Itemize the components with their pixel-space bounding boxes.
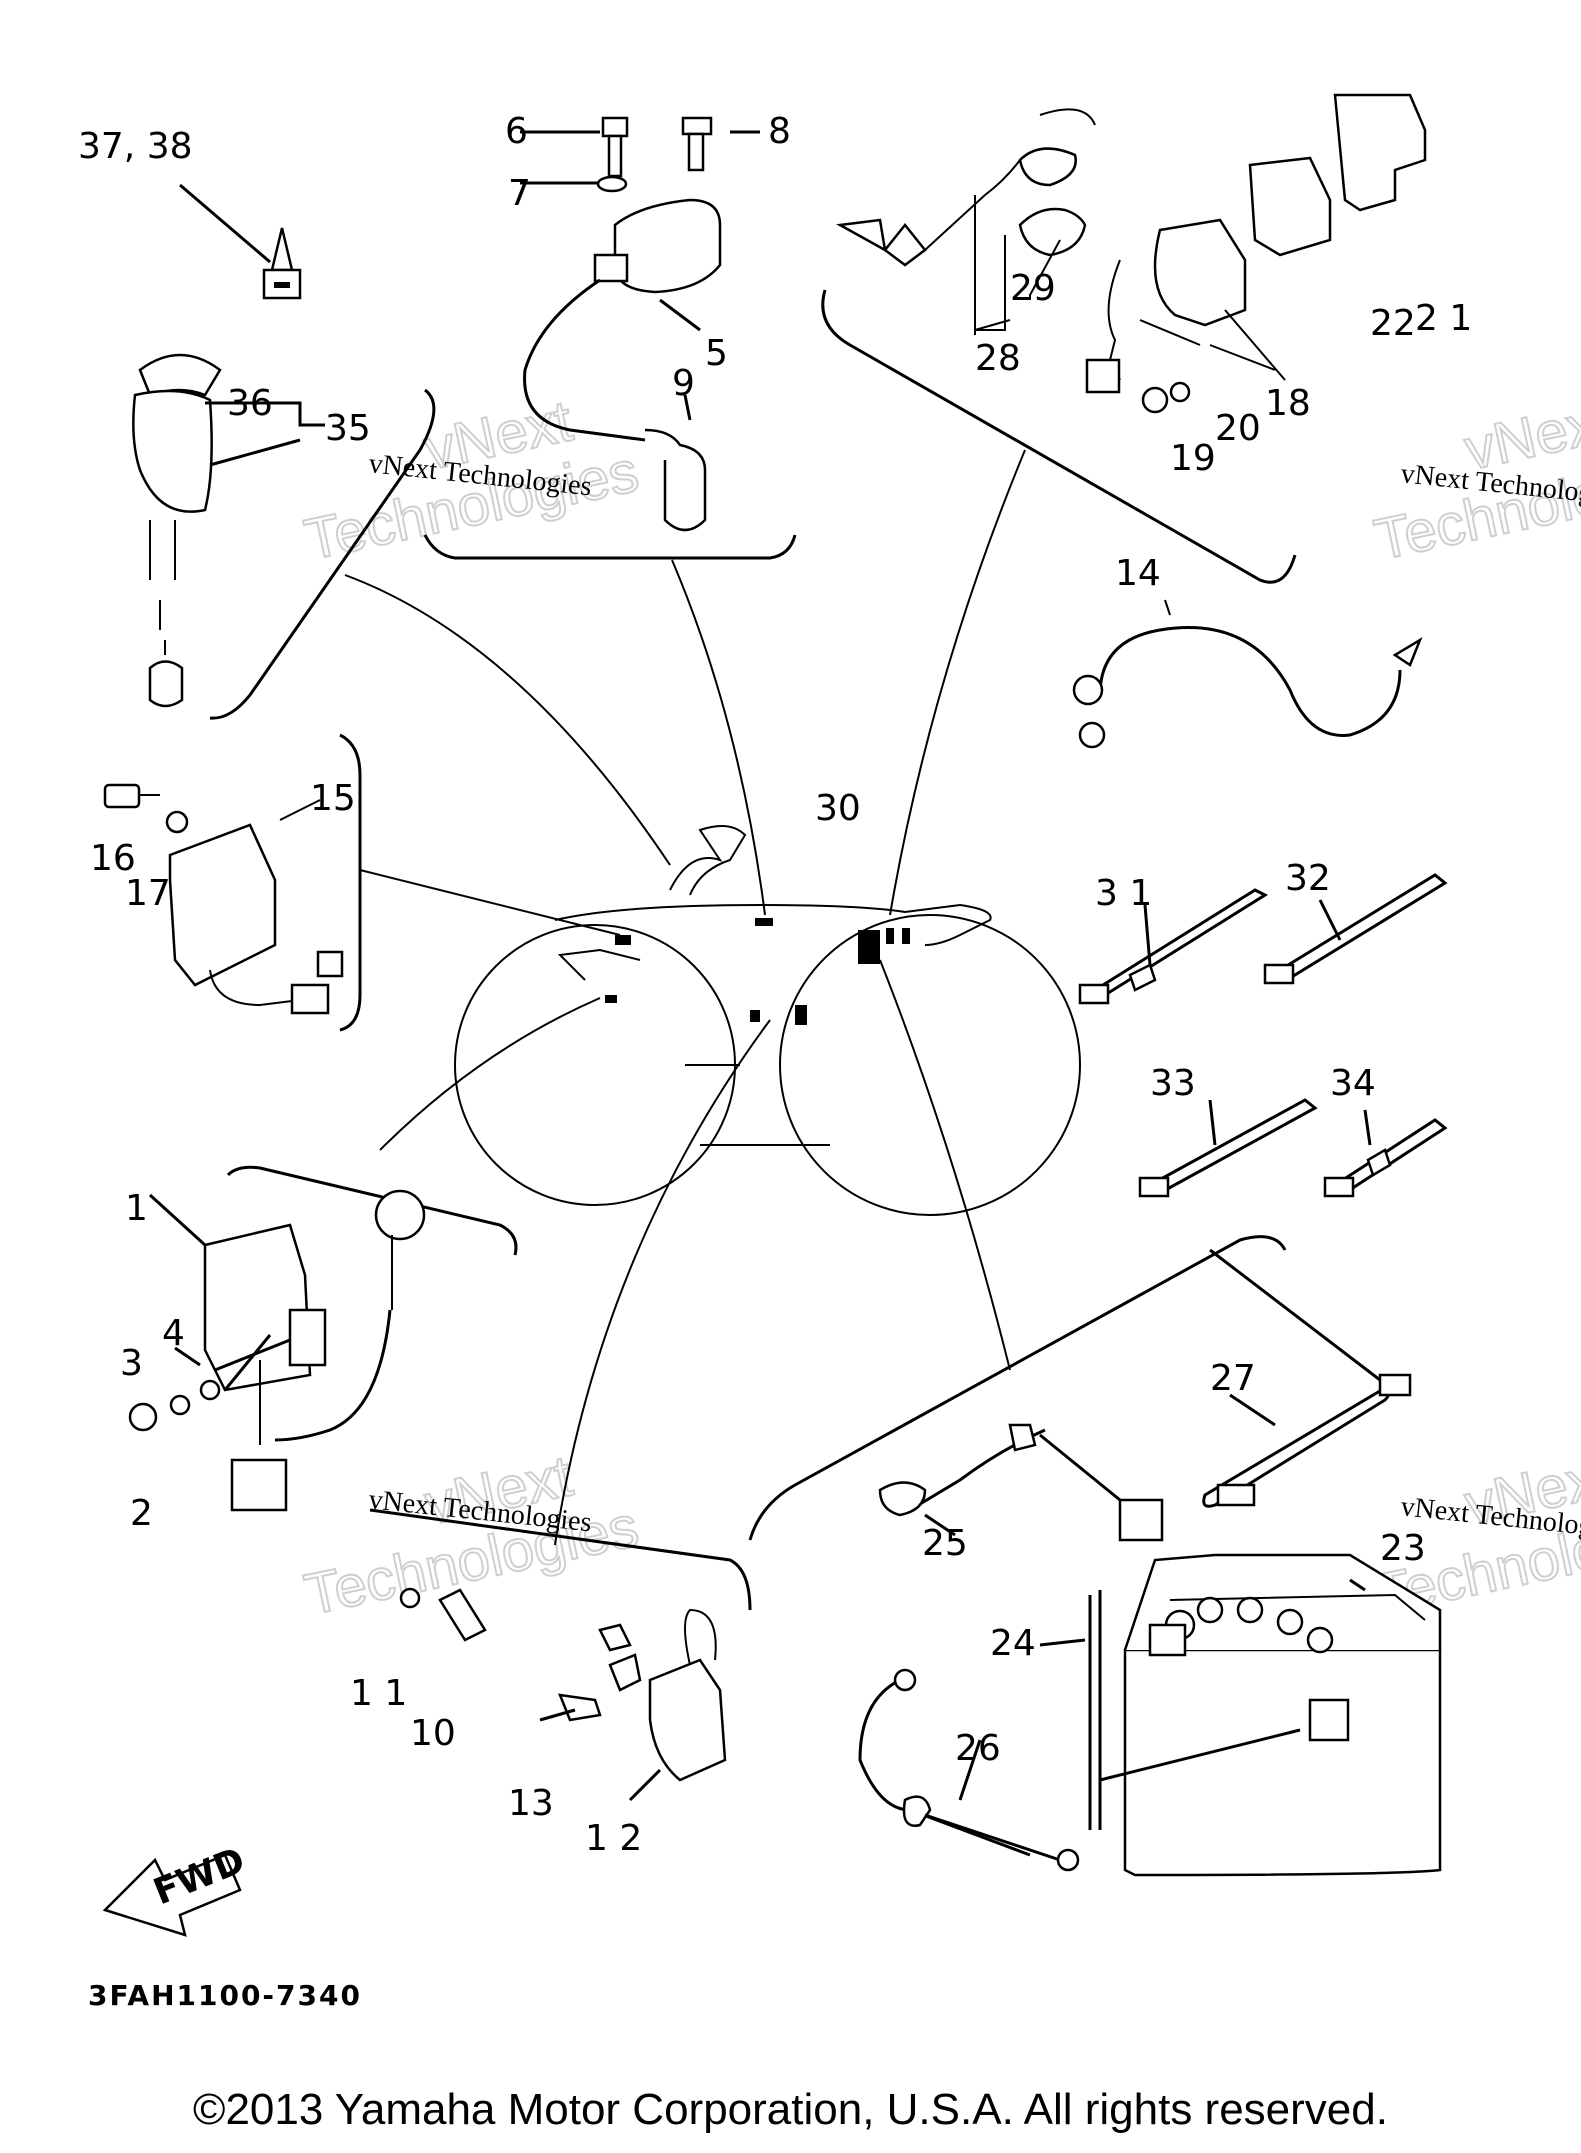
part-label-24: 24 bbox=[990, 1623, 1036, 1664]
part-label-21: 2 1 bbox=[1415, 298, 1472, 339]
part-label-18: 18 bbox=[1265, 383, 1311, 424]
battery-part bbox=[858, 1248, 1442, 1877]
forward-arrow-icon: FWD bbox=[102, 1840, 251, 1937]
part-label-17: 17 bbox=[125, 873, 171, 914]
part-label-12: 1 2 bbox=[585, 1818, 642, 1859]
part-label-7: 7 bbox=[508, 173, 531, 214]
part-label-6: 6 bbox=[505, 111, 528, 152]
part-label-4: 4 bbox=[162, 1313, 185, 1354]
part-label-29: 29 bbox=[1010, 268, 1056, 309]
part-label-13: 13 bbox=[508, 1783, 554, 1824]
part-label-32: 32 bbox=[1285, 858, 1331, 899]
key-part bbox=[179, 183, 302, 300]
part-label-30: 30 bbox=[815, 788, 861, 829]
sensor-part bbox=[399, 1587, 727, 1802]
part-label-36: 36 bbox=[227, 383, 273, 424]
cdi-part bbox=[128, 1189, 426, 1512]
rectifier-part bbox=[103, 783, 344, 1015]
part-label-8: 8 bbox=[768, 111, 791, 152]
part-label-20: 20 bbox=[1215, 408, 1261, 449]
cable-ties-part bbox=[1078, 873, 1448, 1198]
part-label-22: 22 bbox=[1370, 303, 1416, 344]
part-labels: 37, 38 6 7 8 5 9 36 35 29 28 22 2 1 18 2… bbox=[78, 111, 1472, 1859]
ignition-coil-part bbox=[520, 116, 760, 532]
part-label-27: 27 bbox=[1210, 1358, 1256, 1399]
main-switch-part bbox=[132, 353, 325, 708]
part-label-1: 1 bbox=[125, 1188, 148, 1229]
grouping-brackets bbox=[209, 289, 1297, 1611]
part-label-5: 5 bbox=[705, 333, 728, 374]
part-label-3: 3 bbox=[120, 1343, 143, 1384]
part-label-14: 14 bbox=[1115, 553, 1161, 594]
part-label-9: 9 bbox=[672, 363, 695, 404]
part-label-23: 23 bbox=[1380, 1528, 1426, 1569]
cable-14-part bbox=[1072, 599, 1423, 749]
part-label-28: 28 bbox=[975, 338, 1021, 379]
part-label-15: 15 bbox=[310, 778, 356, 819]
part-label-11: 1 1 bbox=[350, 1673, 407, 1714]
part-label-16: 16 bbox=[90, 838, 136, 879]
part-label-25: 25 bbox=[922, 1523, 968, 1564]
part-label-31: 3 1 bbox=[1095, 873, 1152, 914]
part-label-2: 2 bbox=[130, 1493, 153, 1534]
part-label-37-38: 37, 38 bbox=[78, 126, 193, 167]
vehicle-silhouette bbox=[454, 825, 1081, 1216]
part-label-19: 19 bbox=[1170, 438, 1216, 479]
drawing-code: 3FAH1100-7340 bbox=[88, 1979, 362, 2012]
part-label-35: 35 bbox=[325, 408, 371, 449]
copyright-notice: ©2013 Yamaha Motor Corporation, U.S.A. A… bbox=[193, 2085, 1388, 2134]
part-label-26: 26 bbox=[955, 1728, 1001, 1769]
part-label-33: 33 bbox=[1150, 1063, 1196, 1104]
part-label-34: 34 bbox=[1330, 1063, 1376, 1104]
part-label-10: 10 bbox=[410, 1713, 456, 1754]
relay-group-part bbox=[836, 93, 1427, 414]
watermark: vNext Technologies vNext Technologies vN… bbox=[298, 387, 1581, 1628]
